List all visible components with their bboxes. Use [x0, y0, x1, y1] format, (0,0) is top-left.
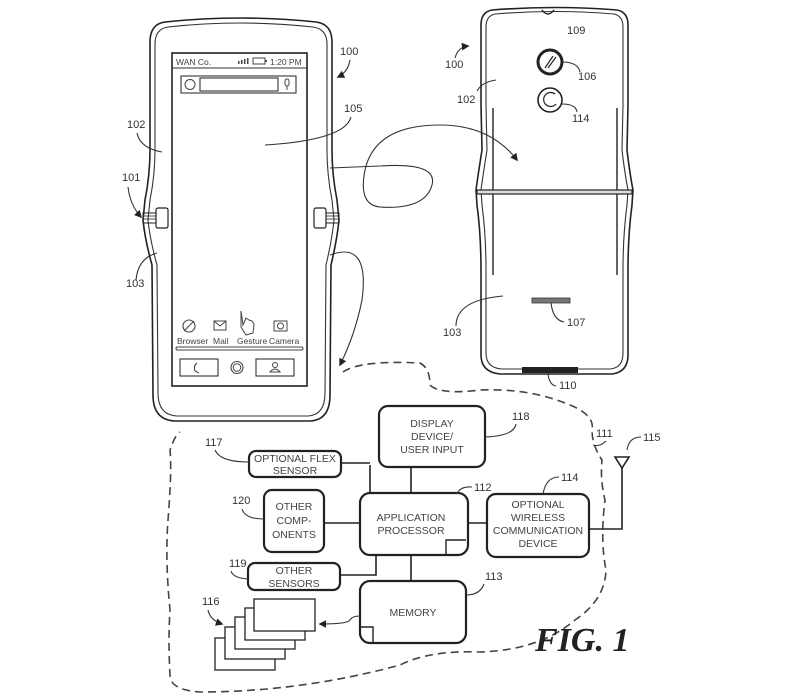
- block-wireless-device: OPTIONAL WIRELESS COMMUNICATION DEVICE: [485, 492, 591, 559]
- camera-lens-icon: [536, 48, 564, 76]
- svg-text:COMP-: COMP-: [277, 515, 313, 527]
- nav-home-button[interactable]: [230, 360, 244, 375]
- ref-109: 109: [567, 25, 585, 37]
- ref-102-front: 102: [127, 119, 145, 131]
- app-gesture[interactable]: Gesture: [237, 310, 268, 346]
- block-other-components: OTHER COMP- ONENTS: [262, 488, 326, 554]
- dock-divider: [175, 346, 304, 351]
- ref-113: 113: [485, 571, 503, 583]
- ref-112: 112: [474, 482, 492, 494]
- ref-120: 120: [232, 495, 250, 507]
- schematic-boundary: [166, 361, 607, 693]
- svg-text:PROCESSOR: PROCESSOR: [377, 525, 445, 537]
- svg-text:DEVICE/: DEVICE/: [411, 431, 453, 443]
- hinge-right: [313, 207, 340, 229]
- block-flex-sensor: OPTIONAL FLEX SENSOR: [247, 449, 343, 479]
- mail-icon: [213, 320, 227, 331]
- ref-116: 116: [202, 596, 220, 608]
- ref-118: 118: [512, 411, 530, 423]
- svg-text:MEMORY: MEMORY: [389, 607, 436, 619]
- svg-text:WIRELESS: WIRELESS: [511, 512, 565, 524]
- ref-107: 107: [567, 317, 585, 329]
- nav-contact-button[interactable]: [255, 358, 295, 377]
- nav-phone-button[interactable]: [179, 358, 219, 377]
- fold-bar: [476, 189, 633, 195]
- schematic: 111 115 DISPLAY DEVICE/ USER INPUT 118: [166, 361, 661, 693]
- display-screen: [171, 52, 308, 387]
- svg-text:COMMUNICATION: COMMUNICATION: [493, 525, 583, 537]
- back-phone: [475, 6, 634, 375]
- block-other-sensors: OTHER SENSORS: [246, 561, 342, 592]
- camera-icon: [273, 320, 288, 332]
- app-label: Browser: [177, 336, 208, 346]
- svg-text:ONENTS: ONENTS: [272, 529, 316, 541]
- ref-102-back: 102: [457, 94, 475, 106]
- home-icon: [230, 360, 244, 375]
- battery-icon: [252, 57, 267, 65]
- app-label: Gesture: [237, 336, 268, 346]
- notch: [541, 9, 555, 15]
- circle-search-icon: [184, 79, 196, 90]
- svg-text:APPLICATION: APPLICATION: [377, 512, 446, 524]
- hand-gesture-icon: [240, 310, 255, 336]
- svg-text:SENSOR: SENSOR: [273, 465, 318, 477]
- carrier-name: WAN Co.: [176, 57, 211, 67]
- ref-103-back: 103: [443, 327, 461, 339]
- top-labels: 100 100 102 101 103 105 102 109 106 114 …: [122, 25, 596, 392]
- ref-100-back: 100: [445, 59, 463, 71]
- ref-114-back: 114: [572, 113, 590, 125]
- app-mail[interactable]: Mail: [213, 320, 229, 346]
- block-display-input: DISPLAY DEVICE/ USER INPUT: [377, 404, 487, 469]
- signal-icon: [238, 58, 249, 64]
- svg-text:SENSORS: SENSORS: [268, 578, 319, 590]
- svg-text:USER INPUT: USER INPUT: [400, 444, 464, 456]
- ref-103-front: 103: [126, 278, 144, 290]
- search-input[interactable]: [199, 77, 279, 92]
- ref-105: 105: [344, 103, 362, 115]
- figure-caption: FIG. 1: [534, 622, 629, 659]
- phone-icon: [193, 362, 200, 374]
- rear-sensor-icon: [537, 87, 563, 113]
- app-label: Mail: [213, 336, 229, 346]
- svg-text:DISPLAY: DISPLAY: [410, 418, 454, 430]
- hinge-left: [142, 207, 169, 229]
- block-application-processor: APPLICATION PROCESSOR: [358, 491, 470, 557]
- front-phone: WAN Co. 1:20 PM Browser Mail: [142, 17, 340, 422]
- browser-icon: [182, 319, 196, 333]
- antenna-icon: [613, 456, 631, 470]
- bottom-port: [522, 367, 578, 373]
- rotation-arrow: [329, 124, 518, 208]
- svg-text:OTHER: OTHER: [276, 501, 313, 513]
- front-phone-outline: [142, 17, 340, 422]
- svg-text:OPTIONAL FLEX: OPTIONAL FLEX: [254, 453, 336, 465]
- back-phone-outline: [475, 6, 634, 375]
- app-camera[interactable]: Camera: [269, 320, 300, 346]
- svg-text:OPTIONAL: OPTIONAL: [511, 499, 564, 511]
- ref-114-wireless: 114: [561, 472, 579, 484]
- status-time: 1:20 PM: [270, 57, 302, 67]
- ref-117: 117: [205, 437, 223, 449]
- ref-106: 106: [578, 71, 596, 83]
- app-browser[interactable]: Browser: [177, 319, 208, 346]
- contact-icon: [272, 362, 278, 368]
- search-bar[interactable]: [180, 75, 297, 94]
- ref-111: 111: [596, 428, 613, 440]
- module-stack: [214, 598, 316, 671]
- ref-115: 115: [643, 432, 661, 444]
- speaker-grille: [531, 297, 571, 304]
- app-label: Camera: [269, 336, 300, 346]
- ref-110: 110: [559, 380, 577, 392]
- ref-101: 101: [122, 172, 140, 184]
- svg-text:DEVICE: DEVICE: [518, 538, 557, 550]
- ref-119: 119: [229, 558, 247, 570]
- schematic-arrow: [329, 251, 364, 367]
- ref-100-front: 100: [340, 46, 358, 58]
- svg-text:OTHER: OTHER: [276, 565, 313, 577]
- microphone-icon: [284, 78, 290, 90]
- block-memory: MEMORY: [358, 579, 468, 645]
